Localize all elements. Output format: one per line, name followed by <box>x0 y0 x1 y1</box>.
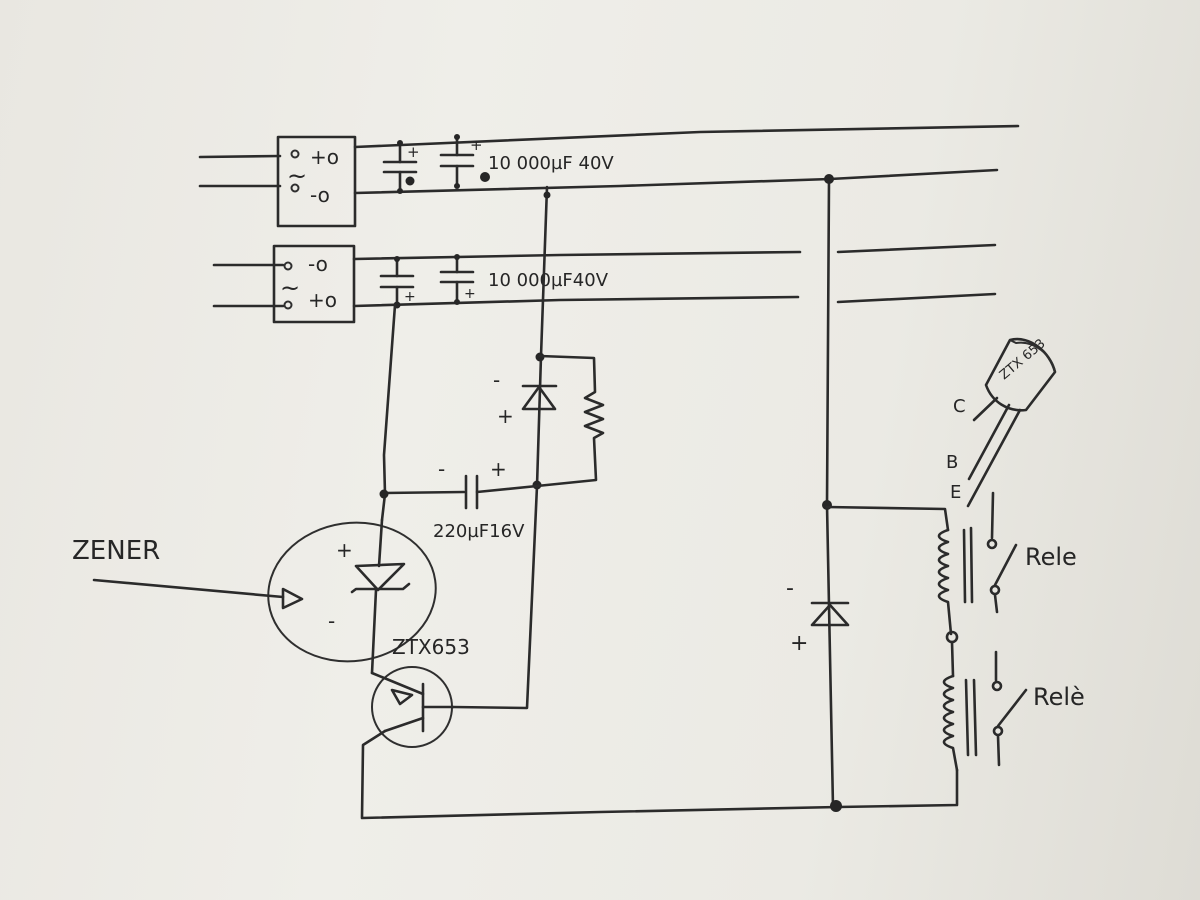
ac-terminal <box>283 261 293 271</box>
relay-contact-2 <box>991 650 1028 767</box>
vertical-bus <box>825 177 835 809</box>
bridge-pos-terminal: +o <box>308 288 337 312</box>
filter-capacitor: + <box>439 134 490 189</box>
ac-input-wire <box>198 154 282 159</box>
negative-rail-bottom <box>352 250 802 261</box>
relay-section: - + Rele <box>786 174 1085 812</box>
ac-terminal <box>290 183 300 193</box>
filter-cap-label-bottom: 10 000µF40V <box>488 270 609 291</box>
freewheel-minus: - <box>786 576 794 601</box>
filter-capacitor: + <box>439 254 476 305</box>
junction-dot <box>830 800 842 812</box>
relay-feed-wire <box>825 505 950 532</box>
zener-highlight-circle <box>267 521 437 663</box>
zener-callout-label: ZENER <box>72 536 160 566</box>
freewheel-diode: - + <box>786 576 850 656</box>
relay-coil-1 <box>937 526 974 636</box>
discharge-diode: - + <box>493 368 558 428</box>
filter-cap-label-top: 10 000µF 40V <box>488 153 614 174</box>
transistor-package-sketch: ZTX 653 C B E <box>946 336 1057 508</box>
bridge-neg-terminal: -o <box>310 183 330 207</box>
zener-callout-arrow <box>92 578 285 599</box>
pin-e-label: E <box>950 482 961 503</box>
diode-minus: - <box>493 368 500 392</box>
timer-section: - + - + 220µF16V + - ZENER <box>72 185 959 820</box>
ac-terminal <box>290 149 300 159</box>
cap-plus: + <box>407 143 420 161</box>
top-supply: ~ +o -o + + 10 000µF 40V <box>198 124 1020 228</box>
positive-rail-bottom <box>352 295 800 308</box>
zener-feed-wire <box>380 303 397 522</box>
positive-rail-bottom-right <box>836 292 997 304</box>
transistor-ztx653: ZTX653 <box>370 635 470 748</box>
zener-minus: - <box>328 609 335 633</box>
cap-plus: + <box>470 136 483 154</box>
transistor-label: ZTX653 <box>392 635 470 659</box>
junction-dot <box>543 191 551 199</box>
cap-plus: + <box>404 289 416 305</box>
zener-callout-arrowhead <box>281 587 304 610</box>
return-wire <box>360 729 959 820</box>
filter-capacitor: + <box>379 256 416 309</box>
bottom-supply: ~ -o +o + + 10 000µF40V <box>212 243 997 324</box>
cap-plus: + <box>464 286 476 302</box>
relay-contact-1 <box>986 491 1018 614</box>
discharge-resistor <box>535 354 605 488</box>
ground-rail-top <box>353 168 999 195</box>
freewheel-plus: + <box>790 631 808 656</box>
bridge-ac-symbol: ~ <box>287 162 307 190</box>
junction-dot <box>822 500 832 510</box>
bridge-neg-terminal: -o <box>308 252 328 276</box>
coil-link-wire <box>950 640 955 678</box>
filter-capacitor: + <box>382 140 420 194</box>
bridge-rectifier-top <box>276 135 357 228</box>
relay-1-label: Rele <box>1025 543 1077 571</box>
timing-capacitor: - + 220µF16V <box>382 457 539 542</box>
pin-b-label: B <box>946 452 958 473</box>
base-wire <box>451 185 549 710</box>
bridge-ac-symbol: ~ <box>280 274 300 302</box>
timing-cap-plus: + <box>490 457 507 481</box>
timing-cap-minus: - <box>438 457 445 481</box>
timing-cap-label: 220µF16V <box>433 521 525 542</box>
ac-terminal <box>283 300 293 310</box>
junction-dot <box>379 489 389 499</box>
bridge-rectifier-bottom <box>272 244 356 324</box>
zener-plus: + <box>336 538 353 562</box>
diode-plus: + <box>497 404 514 428</box>
junction-dot <box>824 174 834 184</box>
positive-rail-top <box>353 124 1020 149</box>
pin-c-label: C <box>953 396 966 417</box>
zener-diode: + - <box>328 518 411 675</box>
bridge-pos-terminal: +o <box>310 145 339 169</box>
relay-coil-2 <box>942 674 978 772</box>
relay-2-label: Relè <box>1033 683 1085 711</box>
negative-rail-bottom-right <box>836 243 997 254</box>
